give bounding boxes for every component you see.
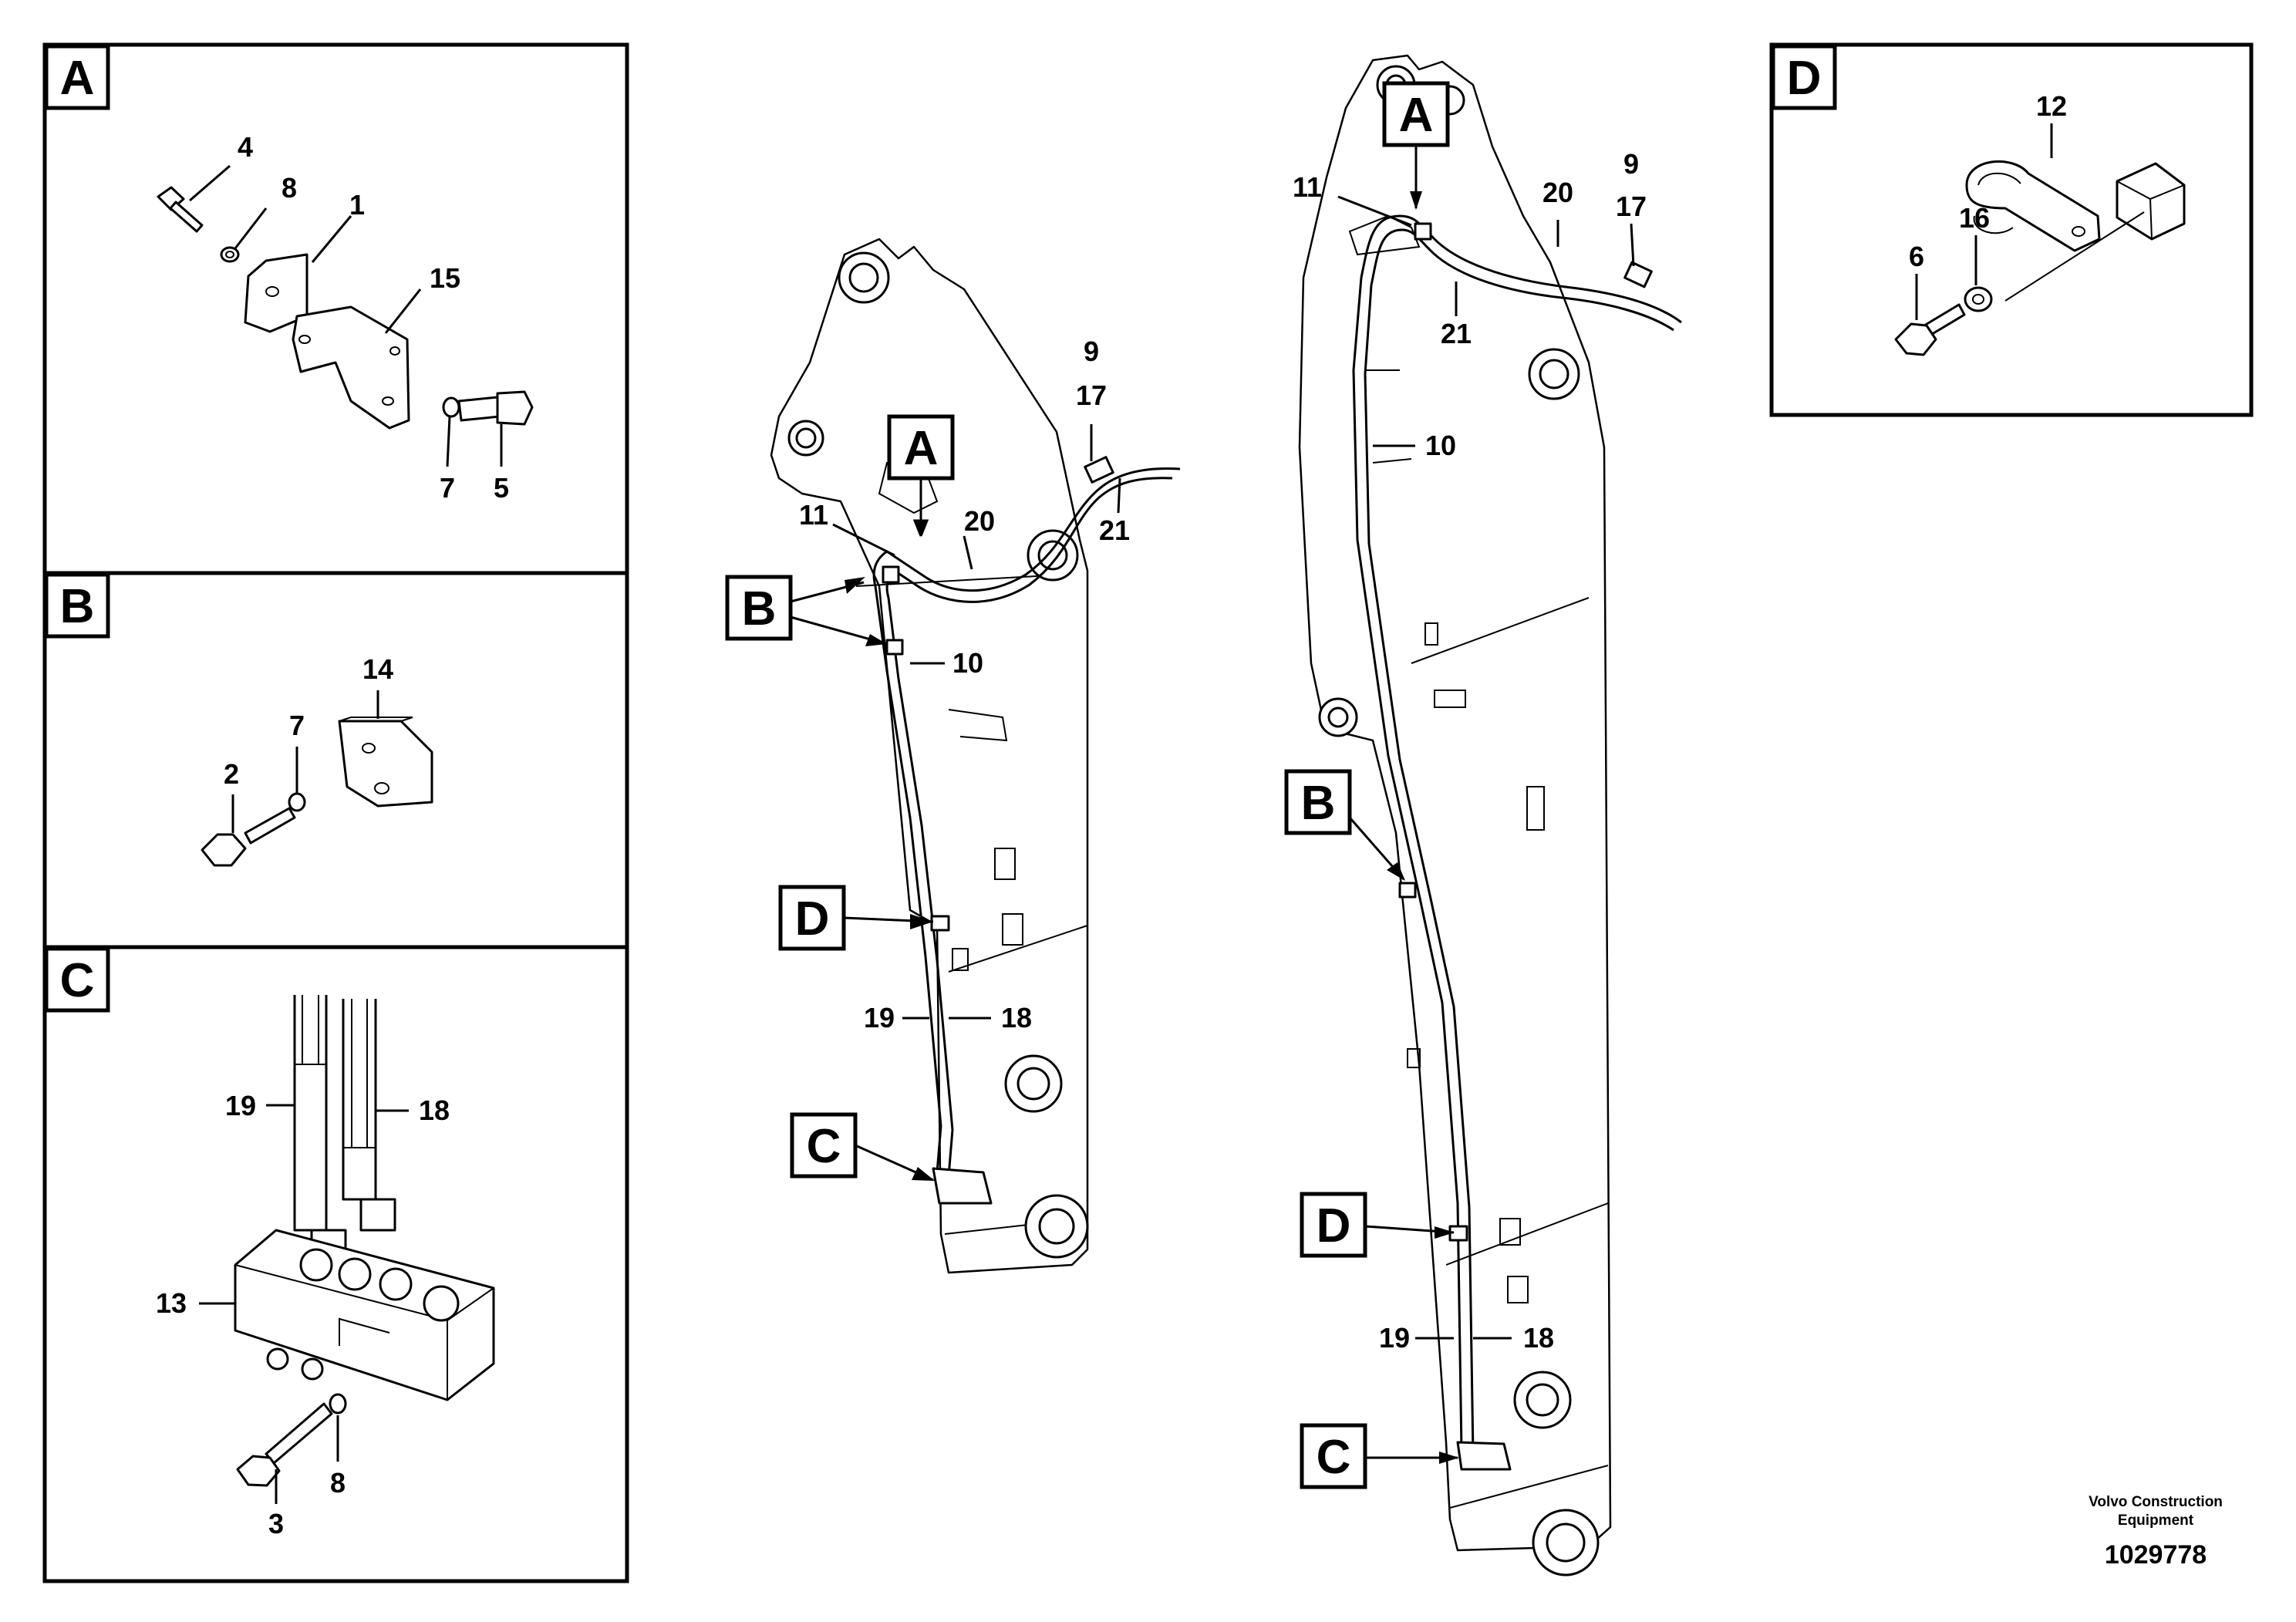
bolt-icon <box>244 807 296 845</box>
washer-icon <box>1964 286 1993 312</box>
part-number-label: 7 <box>289 710 305 741</box>
part-number-label: D <box>1317 1199 1351 1253</box>
part-number-label: 13 <box>156 1287 187 1319</box>
panel-d-drawing: 12 16 6 <box>1894 90 2186 356</box>
part-number-label: A <box>1399 89 1434 142</box>
part-number-label: 20 <box>964 505 995 537</box>
company-name-line2: Equipment <box>2118 1512 2194 1529</box>
part-number-label: 11 <box>799 499 828 531</box>
hose-icon <box>342 999 377 1201</box>
panel-b-drawing: 14 7 2 <box>201 653 433 867</box>
bracket-icon <box>292 305 410 430</box>
part-number-label: 14 <box>362 653 393 685</box>
detail-panel-c: C <box>42 945 629 1583</box>
part-number-label: C <box>1317 1431 1351 1484</box>
part-number-label: 7 <box>440 472 455 504</box>
part-number-label: 10 <box>952 647 983 679</box>
bolt-icon <box>157 186 204 233</box>
washer-icon <box>288 792 306 812</box>
part-number-label: 5 <box>494 472 509 504</box>
manifold-block-icon <box>234 1229 495 1401</box>
hose-line-lower <box>1364 228 1674 1455</box>
hose-line-upper <box>1352 214 1682 1451</box>
part-number-label: 4 <box>238 131 253 163</box>
bolt-icon <box>265 1402 333 1465</box>
detail-panel-d: D <box>1769 42 2254 417</box>
part-number-label: 1 <box>349 189 365 221</box>
clip-icon <box>1965 160 2101 252</box>
panel-c-drawing: 19 18 13 3 8 <box>156 995 495 1539</box>
part-number-label: 19 <box>864 1002 895 1034</box>
part-number-label: B <box>1301 777 1336 830</box>
washer-icon <box>220 246 240 263</box>
part-number-label: 12 <box>2036 90 2067 122</box>
clamp-plate-icon <box>244 253 308 333</box>
panel-c-tag: C <box>60 954 95 1007</box>
footer: Volvo Construction Equipment 1029778 <box>2089 1494 2223 1570</box>
part-number-label: 16 <box>1959 202 1990 234</box>
arm-assembly-right: A B D C 11 20 9 17 21 10 19 18 <box>1284 54 1682 1576</box>
part-number-label: 15 <box>430 262 460 294</box>
part-number-label: B <box>742 582 777 636</box>
part-number-label: 18 <box>1523 1322 1554 1354</box>
hose-icon <box>293 995 328 1232</box>
part-number-label: 3 <box>268 1508 284 1539</box>
washer-icon <box>442 396 460 418</box>
panel-b-tag: B <box>60 580 95 633</box>
manifold-icon <box>932 1167 993 1205</box>
part-number-label: 6 <box>1909 241 1924 272</box>
manifold-icon <box>1456 1441 1512 1471</box>
drawing-number: 1029778 <box>2105 1540 2207 1570</box>
part-number-label: C <box>807 1120 841 1173</box>
arm-body-left <box>770 238 1089 1274</box>
part-number-label: 19 <box>1379 1322 1410 1354</box>
hose-line-upper <box>872 467 1181 1173</box>
part-number-label: 17 <box>1076 379 1107 411</box>
part-number-label: 10 <box>1425 430 1456 461</box>
part-number-label: 21 <box>1441 318 1472 349</box>
part-number-label: 9 <box>1623 148 1639 180</box>
panel-a-tag: A <box>60 52 95 105</box>
part-number-label: 11 <box>1293 171 1322 203</box>
arm-assembly-left: A B D C 9 17 11 20 21 10 19 18 <box>725 238 1181 1274</box>
part-number-label: 21 <box>1099 514 1130 546</box>
detail-panel-b: B <box>42 571 629 949</box>
panel-a-drawing: 4 8 1 15 7 5 <box>157 131 534 504</box>
part-number-label: 20 <box>1542 177 1573 208</box>
arm-body-right <box>1298 54 1612 1552</box>
part-number-label: 18 <box>1001 1002 1032 1034</box>
bolt-icon <box>457 396 501 422</box>
part-number-label: 19 <box>225 1090 256 1121</box>
part-number-label: D <box>795 892 830 946</box>
part-number-label: 8 <box>330 1467 346 1499</box>
part-number-label: 2 <box>224 758 239 790</box>
washer-icon <box>329 1393 347 1415</box>
part-number-label: 8 <box>282 172 297 204</box>
part-number-label: 18 <box>419 1094 450 1126</box>
company-name-line1: Volvo Construction <box>2089 1494 2223 1510</box>
panel-d-tag: D <box>1787 52 1822 105</box>
part-number-label: 9 <box>1084 336 1099 367</box>
part-number-label: A <box>904 422 939 475</box>
part-number-label: 17 <box>1616 191 1647 222</box>
